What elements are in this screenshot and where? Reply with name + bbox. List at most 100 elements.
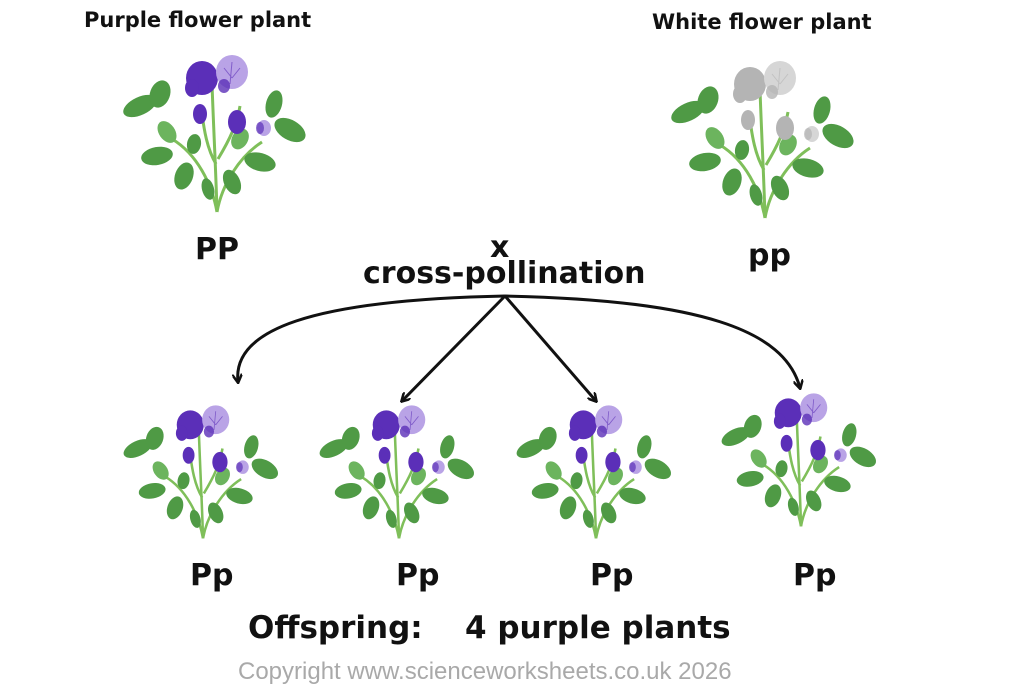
leaf (251, 458, 279, 480)
flower-keel (801, 413, 813, 426)
leaf (545, 461, 562, 480)
leaf (341, 426, 360, 450)
leaf (319, 439, 348, 458)
leaf (244, 435, 259, 459)
flower-veins (208, 411, 223, 430)
leaf (440, 435, 455, 459)
leaf (177, 472, 190, 490)
flower-keel (175, 425, 188, 441)
flower-bud (212, 451, 228, 473)
flower-bud (193, 104, 207, 124)
flower-veins (404, 411, 419, 430)
stem (393, 429, 401, 539)
leaf (516, 439, 545, 458)
leaf (842, 423, 857, 447)
leaf (764, 484, 782, 508)
flower-keel (371, 425, 384, 441)
leaf (822, 123, 854, 149)
flower-keel (185, 79, 199, 97)
flower-keel (218, 79, 230, 93)
leaf (705, 127, 725, 149)
leaf (265, 90, 283, 118)
arrow-to-offspring-3 (503, 295, 596, 401)
flower-bud (256, 122, 264, 134)
leaf (141, 146, 173, 166)
left-parent-title: Purple flower plant (84, 8, 312, 32)
offspring-genotype-1: Pp (190, 558, 234, 593)
stem (590, 429, 598, 539)
arrow-to-offspring-1 (238, 294, 506, 382)
leaf (736, 471, 764, 487)
leaf (145, 426, 164, 450)
flower-bud (629, 462, 636, 473)
leaf (334, 483, 362, 499)
leaf (734, 140, 750, 160)
leaf (722, 168, 742, 196)
leaf (157, 121, 177, 143)
leaf (813, 96, 831, 124)
offspring-genotype-3: Pp (590, 558, 634, 593)
leaf (385, 509, 397, 528)
stem (719, 143, 767, 219)
flower-veins (223, 61, 241, 85)
leaf (601, 502, 617, 524)
leaf (770, 175, 790, 201)
flower-bud (741, 110, 755, 130)
stem (762, 463, 803, 527)
flower-bud (810, 439, 826, 461)
flower-bud (804, 128, 812, 140)
flower-bud (575, 446, 588, 464)
flower-keel (766, 85, 778, 99)
stem (171, 137, 219, 213)
flower-bud (378, 446, 391, 464)
leaf (152, 461, 169, 480)
flower-bud (432, 462, 439, 473)
leaf (787, 497, 799, 516)
leaf (806, 490, 822, 512)
leaf (559, 496, 577, 520)
stem (557, 475, 598, 539)
leaf (721, 427, 750, 446)
right-parent-title: White flower plant (652, 10, 872, 34)
offspring-summary: 4 purple plants (465, 610, 731, 646)
arrow-to-offspring-4 (504, 294, 800, 388)
leaf (849, 446, 877, 468)
leaf (689, 152, 721, 172)
offspring-label: Offspring: (248, 610, 423, 646)
leaf (348, 461, 365, 480)
stem (758, 89, 767, 219)
flower-bud (605, 451, 621, 473)
leaf (166, 496, 184, 520)
leaf (750, 449, 767, 468)
stem (360, 475, 401, 539)
white-parent-plant (671, 61, 854, 219)
right-parent-genotype: pp (748, 238, 791, 273)
leaf (274, 117, 306, 143)
stem (197, 429, 205, 539)
leaf (201, 178, 215, 200)
offspring-plant-3 (516, 405, 672, 539)
cross-symbol: x (490, 230, 510, 265)
flower-keel (203, 425, 215, 438)
leaf (208, 502, 224, 524)
flower-bud (182, 446, 195, 464)
flower-keel (733, 85, 747, 103)
leaf (123, 439, 152, 458)
flower-veins (771, 67, 789, 91)
flower-veins (601, 411, 616, 430)
offspring-genotype-4: Pp (793, 558, 837, 593)
flower-keel (399, 425, 411, 438)
leaf (149, 80, 171, 108)
copyright-notice: Copyright www.scienceworksheets.co.uk 20… (238, 658, 732, 685)
leaf (644, 458, 672, 480)
flower-bud (776, 116, 794, 140)
leaf (189, 509, 201, 528)
flower-bud (780, 434, 793, 452)
leaf (531, 483, 559, 499)
leaf (775, 460, 788, 478)
arrow-to-offspring-2 (402, 294, 507, 401)
leaf (244, 152, 276, 172)
leaf (697, 86, 719, 114)
offspring-plant-4 (721, 393, 877, 527)
leaf (749, 184, 763, 206)
